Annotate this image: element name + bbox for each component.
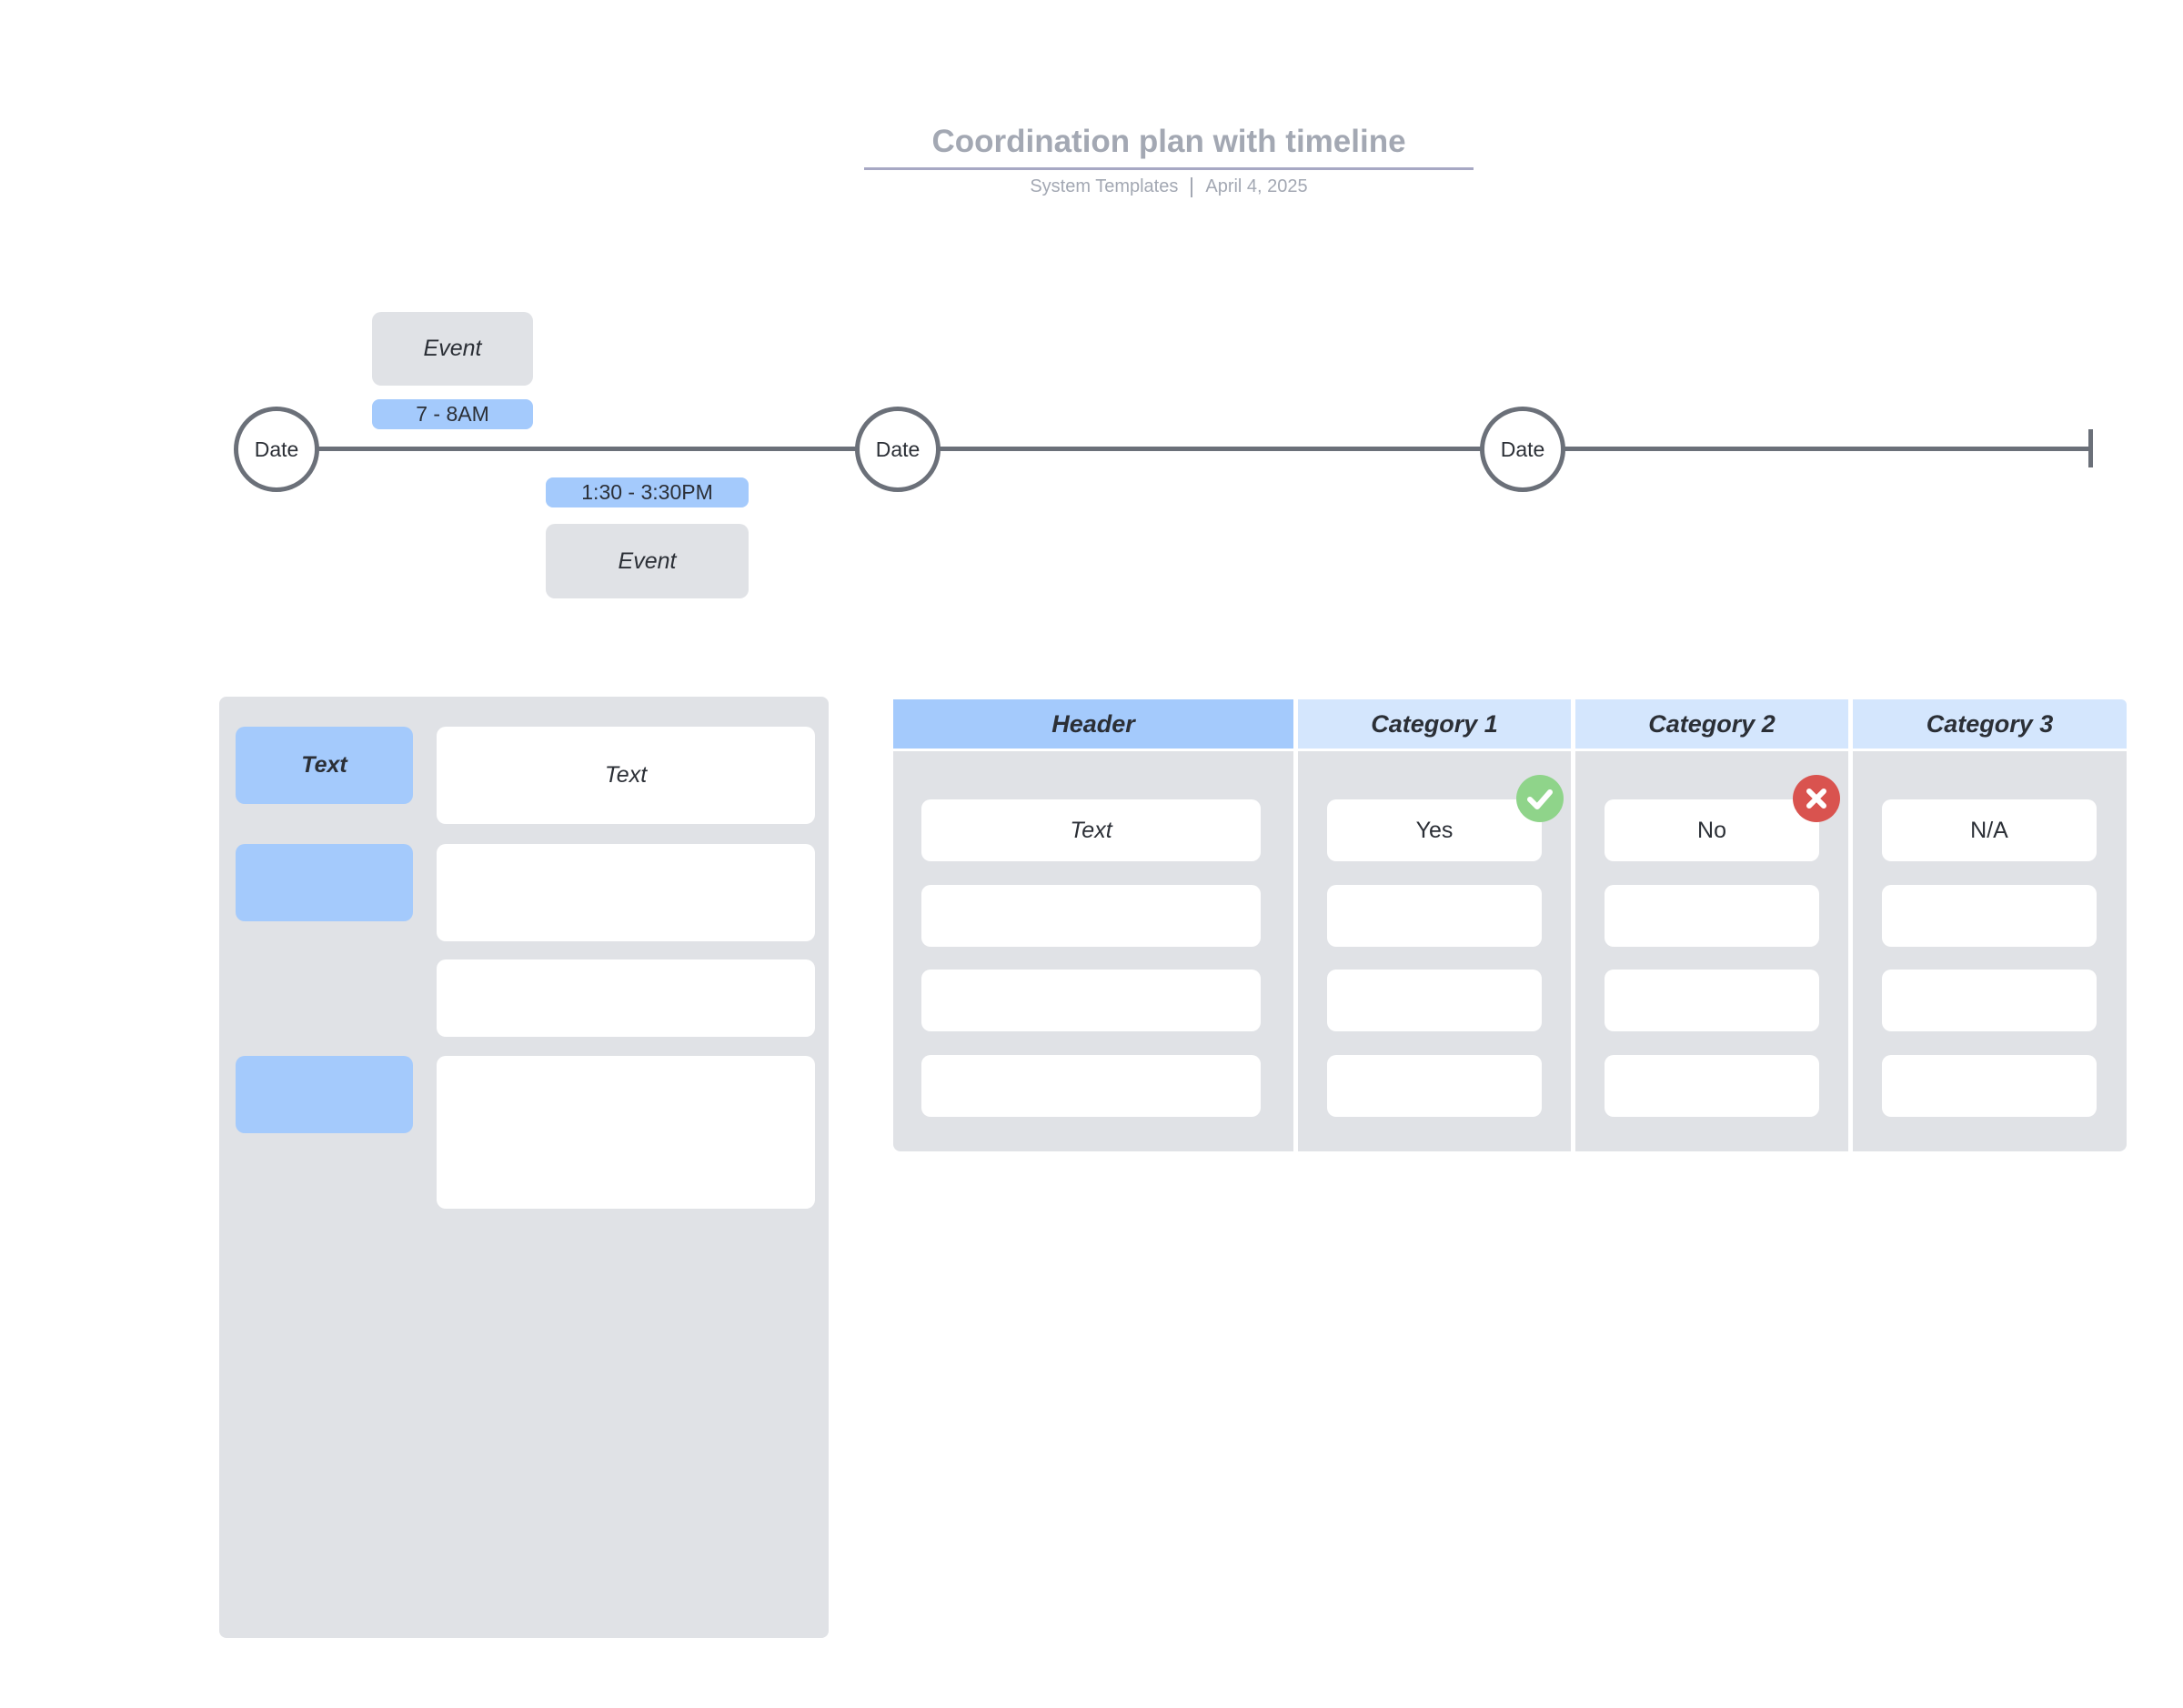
left-label-2[interactable] <box>236 844 413 921</box>
left-label-3[interactable] <box>236 1056 413 1133</box>
event-card-2[interactable]: Event <box>546 524 749 598</box>
timeline-node-label: Date <box>254 437 299 461</box>
header-label: Category 3 <box>1926 709 2054 738</box>
cell-text: Text <box>1070 817 1112 843</box>
left-text: Text <box>604 762 648 788</box>
table-cell[interactable] <box>1882 970 2097 1031</box>
timeline-node-1[interactable]: Date <box>234 407 319 492</box>
event-time-label: 7 - 8AM <box>416 402 489 426</box>
page-subtitle: System Templates April 4, 2025 <box>864 176 1474 197</box>
table-cell[interactable] <box>921 970 1261 1031</box>
x-icon <box>1793 775 1840 822</box>
header-label: Category 2 <box>1648 709 1776 738</box>
table-cell[interactable]: N/A <box>1882 799 2097 861</box>
left-label-1[interactable]: Text <box>236 727 413 804</box>
timeline-end-cap <box>2088 429 2093 467</box>
table-cell[interactable] <box>1605 1055 1819 1117</box>
table-header-category-3[interactable]: Category 3 <box>1853 699 2127 749</box>
table-cell[interactable] <box>921 885 1261 947</box>
page-title: Coordination plan with timeline <box>864 124 1474 170</box>
table-cell[interactable] <box>921 1055 1261 1117</box>
left-text-box-4[interactable] <box>437 1056 815 1209</box>
event-label: Event <box>423 336 482 361</box>
left-label-text: Text <box>301 752 347 778</box>
table-header-main[interactable]: Header <box>893 699 1293 749</box>
check-icon <box>1516 775 1564 822</box>
table-cell[interactable] <box>1327 1055 1542 1117</box>
source-label: System Templates <box>1030 176 1179 196</box>
header-label: Header <box>1051 709 1135 738</box>
table-cell[interactable] <box>1327 885 1542 947</box>
left-text-box-2[interactable] <box>437 844 815 941</box>
table-cell[interactable] <box>1882 1055 2097 1117</box>
table-cell[interactable] <box>1882 885 2097 947</box>
table-cell[interactable] <box>1605 970 1819 1031</box>
timeline-line <box>277 447 2090 451</box>
left-text-box-1[interactable]: Text <box>437 727 815 824</box>
event-time-1[interactable]: 7 - 8AM <box>372 399 533 429</box>
cell-text: N/A <box>1970 817 2008 843</box>
table-cell[interactable] <box>1605 885 1819 947</box>
cell-text: No <box>1697 817 1726 843</box>
timeline-node-label: Date <box>875 437 920 461</box>
table-cell[interactable]: No <box>1605 799 1819 861</box>
timeline-node-label: Date <box>1500 437 1545 461</box>
table-header-category-1[interactable]: Category 1 <box>1298 699 1571 749</box>
left-text-box-3[interactable] <box>437 959 815 1037</box>
event-label: Event <box>618 548 677 574</box>
table-cell[interactable]: Text <box>921 799 1261 861</box>
event-card-1[interactable]: Event <box>372 312 533 386</box>
event-time-2[interactable]: 1:30 - 3:30PM <box>546 477 749 507</box>
table-header-category-2[interactable]: Category 2 <box>1575 699 1848 749</box>
table-cell[interactable] <box>1327 970 1542 1031</box>
event-time-label: 1:30 - 3:30PM <box>581 480 713 504</box>
table-cell[interactable]: Yes <box>1327 799 1542 861</box>
date-label: April 4, 2025 <box>1205 176 1308 196</box>
header-label: Category 1 <box>1371 709 1498 738</box>
timeline-node-3[interactable]: Date <box>1480 407 1565 492</box>
timeline-node-2[interactable]: Date <box>855 407 941 492</box>
subtitle-divider <box>1191 176 1193 197</box>
cell-text: Yes <box>1415 817 1454 843</box>
